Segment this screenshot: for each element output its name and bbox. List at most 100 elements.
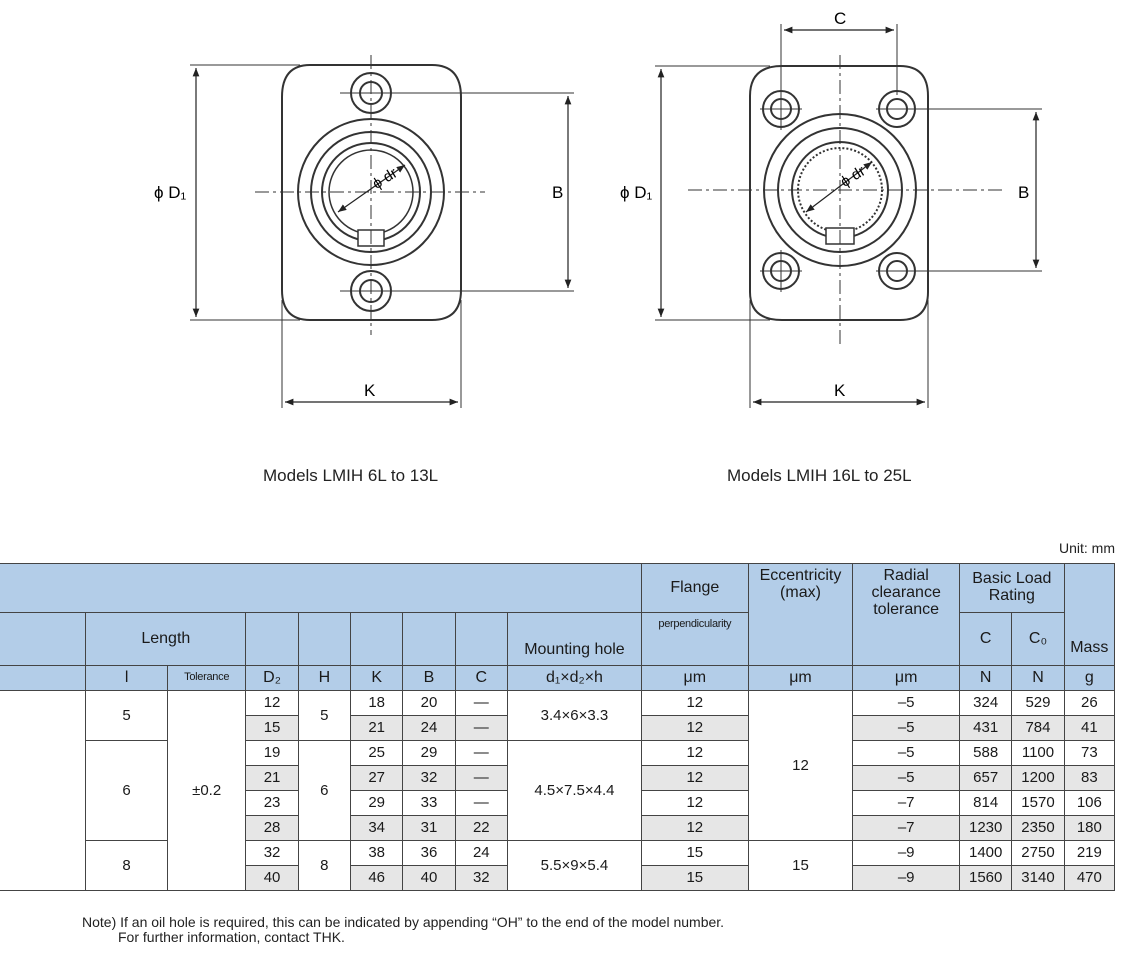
flange-cell: 12 [640, 765, 749, 791]
header-mount-dims: d₁×d₂×h [506, 665, 642, 691]
flange-cell: 15 [640, 840, 749, 866]
mounting-hole-cell: 5.5×9×5.4 [506, 840, 642, 891]
footnote: Note) If an oil hole is required, this c… [82, 915, 724, 945]
c-cell: 22 [454, 815, 508, 841]
length-l-cell: 6 [85, 740, 168, 841]
d2-cell: 40 [245, 865, 299, 891]
d2-cell: 32 [245, 840, 299, 866]
flange-cell: 12 [640, 740, 749, 766]
load-c0-cell: 1200 [1011, 765, 1065, 791]
label-k-right: K [834, 381, 846, 400]
table-row: 28 34 31 22 12 –7 1230 2350 180 [0, 815, 1116, 841]
flange-cell: 15 [640, 865, 749, 891]
drawing-right: ϕ D₁ B K C ϕ dr [620, 9, 1042, 408]
header-unit-g: g [1063, 665, 1116, 691]
table-row: 40 46 40 32 15 –9 1560 3140 470 [0, 865, 1116, 891]
mass-cell: 41 [1063, 715, 1116, 741]
mass-cell: 26 [1063, 690, 1116, 716]
c-cell: 24 [454, 840, 508, 866]
table-row: 21 27 32 — 12 –5 657 1200 83 [0, 765, 1116, 791]
d2-cell: 12 [245, 690, 299, 716]
header-d2: D₂ [245, 665, 299, 691]
c-cell: — [454, 740, 508, 766]
spec-table: Flange Eccentricity (max) Radial clearan… [0, 563, 1116, 891]
header-empty-b [402, 612, 456, 666]
h-cell: 5 [297, 690, 352, 741]
b-cell: 32 [402, 765, 456, 791]
header-l: l [85, 665, 168, 691]
header-empty-c [454, 612, 508, 666]
label-c-right: C [834, 9, 846, 28]
load-c0-cell: 1570 [1011, 790, 1065, 816]
load-c-cell: 1230 [959, 815, 1013, 841]
d2-cell: 19 [245, 740, 299, 766]
header-unit-um-flange: μm [640, 665, 749, 691]
footnote-line-1: Note) If an oil hole is required, this c… [82, 914, 725, 930]
d2-cell: 28 [245, 815, 299, 841]
k-cell: 25 [349, 740, 404, 766]
header-empty-k [349, 612, 404, 666]
mass-cell: 180 [1063, 815, 1116, 841]
load-c-cell: 431 [959, 715, 1013, 741]
load-c-cell: 814 [959, 790, 1013, 816]
table-row: 5 ±0.2 12 5 18 20 — 3.4×6×3.3 12 12 –5 3… [0, 690, 1116, 891]
mass-cell: 83 [1063, 765, 1116, 791]
footnote-line-2: For further information, contact THK. [118, 929, 345, 945]
label-b-right: B [1018, 183, 1029, 202]
b-cell: 31 [402, 815, 456, 841]
table-row: 6 19 6 25 29 — 4.5×7.5×4.4 12 –5 588 110… [0, 740, 1116, 841]
mass-cell: 219 [1063, 840, 1116, 866]
mounting-hole-cell: 3.4×6×3.3 [506, 690, 642, 741]
header-c0: C₀ [1011, 612, 1065, 666]
b-cell: 24 [402, 715, 456, 741]
length-tolerance-cell: ±0.2 [166, 690, 247, 891]
radial-cell: –7 [852, 790, 961, 816]
flange-cell: 12 [640, 790, 749, 816]
unit-note: Unit: mm [1059, 540, 1115, 556]
header-b: B [402, 665, 456, 691]
k-cell: 29 [349, 790, 404, 816]
load-c0-cell: 784 [1011, 715, 1065, 741]
b-cell: 33 [402, 790, 456, 816]
c-cell: 32 [454, 865, 508, 891]
header-empty-d2 [245, 612, 299, 666]
b-cell: 40 [402, 865, 456, 891]
header-mass: Mass [1063, 563, 1116, 666]
mass-cell: 470 [1063, 865, 1116, 891]
d2-cell: 15 [245, 715, 299, 741]
load-c-cell: 1400 [959, 840, 1013, 866]
header-blank [0, 563, 642, 613]
c-cell: — [454, 690, 508, 716]
label-b-left: B [552, 183, 563, 202]
header-perpendicularity: perpendicularity [640, 612, 749, 666]
table-row: 8 32 8 38 36 24 5.5×9×5.4 15 15 –9 1400 … [0, 840, 1116, 891]
k-cell: 38 [349, 840, 404, 866]
label-d1-left: ϕ D₁ [154, 183, 187, 202]
load-c0-cell: 529 [1011, 690, 1065, 716]
label-d1-right: ϕ D₁ [620, 183, 653, 202]
load-c0-cell: 2350 [1011, 815, 1065, 841]
c-cell: — [454, 790, 508, 816]
eccentricity-cell: 15 [747, 840, 854, 891]
mounting-hole-cell: 4.5×7.5×4.4 [506, 740, 642, 841]
caption-right-models: Models LMIH 16L to 25L [727, 466, 912, 485]
load-c0-cell: 2750 [1011, 840, 1065, 866]
model-column-blank [0, 690, 87, 891]
load-c-cell: 588 [959, 740, 1013, 766]
label-k-left: K [364, 381, 376, 400]
header-blank-3 [0, 665, 87, 691]
radial-cell: –9 [852, 840, 961, 866]
flange-cell: 12 [640, 690, 749, 716]
header-eccentricity: Eccentricity (max) [747, 563, 854, 666]
technical-drawings: ϕ D₁ B K ϕ dr [154, 9, 1042, 408]
k-cell: 46 [349, 865, 404, 891]
radial-cell: –9 [852, 865, 961, 891]
radial-cell: –5 [852, 765, 961, 791]
c-cell: — [454, 765, 508, 791]
mass-cell: 106 [1063, 790, 1116, 816]
flange-cell: 12 [640, 815, 749, 841]
load-c0-cell: 3140 [1011, 865, 1065, 891]
b-cell: 20 [402, 690, 456, 716]
header-c: C [959, 612, 1013, 666]
flange-cell: 12 [640, 715, 749, 741]
